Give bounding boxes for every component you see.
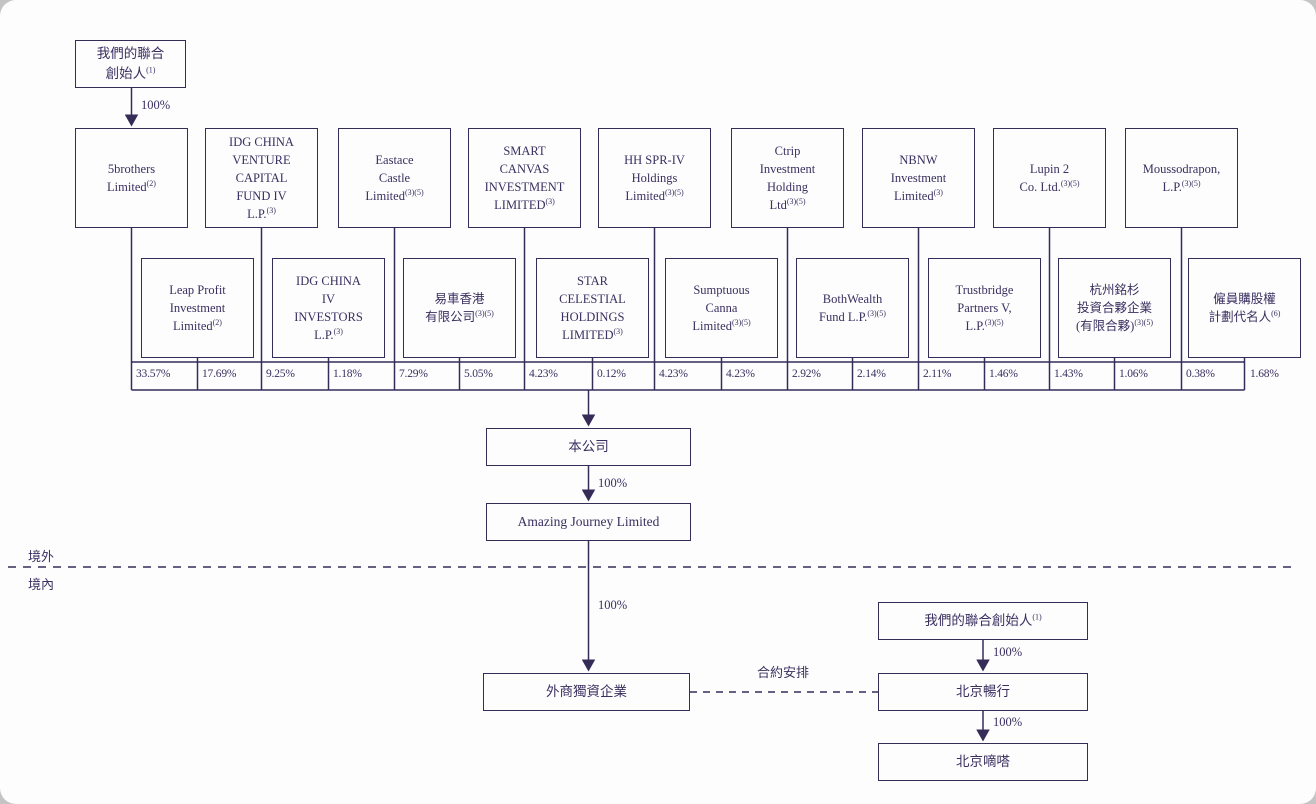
node-yiche-hk: 易車香港 有限公司(3)(5) (403, 258, 516, 358)
footnote-marker: (3) (933, 187, 943, 197)
node-label: HH SPR-IV Holdings Limited (624, 152, 685, 204)
node-wfoe: 外商獨資企業 (483, 673, 690, 711)
node-label: IDG CHINA VENTURE CAPITAL FUND IV L.P. (229, 134, 294, 222)
node-label: Eastace Castle Limited (365, 152, 414, 204)
node-label: 易車香港 有限公司 (425, 291, 485, 324)
onshore-label: 境內 (28, 577, 55, 592)
node-label: 北京暢行 (956, 684, 1010, 700)
footnote-marker: (3) (333, 326, 343, 336)
node-esop-nominee: 僱員購股權 計劃代名人(6) (1188, 258, 1301, 358)
footnote-marker: (3)(5) (404, 187, 424, 197)
node-co-founders-top: 我們的聯合 創始人(1) (75, 40, 186, 88)
offshore-label: 境外 (28, 549, 55, 564)
footnote-marker: (3)(5) (1181, 178, 1201, 188)
footnote-marker: (3)(5) (1060, 178, 1080, 188)
pct-label: 7.29% (399, 368, 428, 380)
pct-label-founders: 100% (141, 98, 171, 112)
node-label: BothWealth Fund L.P. (819, 291, 883, 324)
pct-label: 1.46% (989, 368, 1018, 380)
node-label: SMART CANVAS INVESTMENT LIMITED (484, 143, 565, 213)
pct-label-aj-wfoe: 100% (598, 598, 628, 612)
node-lupin-2: Lupin 2 Co. Ltd.(3)(5) (993, 128, 1106, 228)
node-label: 本公司 (568, 439, 609, 455)
pct-label: 1.43% (1054, 368, 1083, 380)
node-hh-spr-iv-holdings: HH SPR-IV Holdings Limited(3)(5) (598, 128, 711, 228)
node-ctrip-investment-holding: Ctrip Investment Holding Ltd(3)(5) (731, 128, 844, 228)
pct-label: 9.25% (266, 368, 295, 380)
node-star-celestial-holdings: STAR CELESTIAL HOLDINGS LIMITED(3) (536, 258, 649, 358)
node-trustbridge-partners-v: Trustbridge Partners V, L.P.(3)(5) (928, 258, 1041, 358)
pct-label: 33.57% (136, 368, 171, 380)
footnote-marker: (3) (545, 196, 555, 206)
node-beijing-changxing: 北京暢行 (878, 673, 1088, 711)
pct-label: 4.23% (726, 368, 755, 380)
pct-label: 4.23% (659, 368, 688, 380)
footnote-marker: (3)(5) (867, 308, 886, 318)
footnote-marker: (3)(5) (731, 317, 751, 327)
node-label: Lupin 2 Co. Ltd. (1019, 161, 1070, 194)
node-the-company: 本公司 (486, 428, 691, 466)
node-idg-china-iv-investors: IDG CHINA IV INVESTORS L.P.(3) (272, 258, 385, 358)
footnote-marker: (1) (1032, 612, 1042, 622)
footnote-marker: (3) (613, 326, 623, 336)
footnote-marker: (3)(5) (786, 196, 806, 206)
node-bothwealth-fund: BothWealth Fund L.P.(3)(5) (796, 258, 909, 358)
footnote-marker: (3)(5) (984, 317, 1004, 327)
pct-label: 1.06% (1119, 368, 1148, 380)
node-5brothers: 5brothers Limited(2) (75, 128, 188, 228)
node-smart-canvas-investment: SMART CANVAS INVESTMENT LIMITED(3) (468, 128, 581, 228)
contractual-arrangements-label: 合約安排 (757, 665, 810, 680)
node-label: 僱員購股權 計劃代名人 (1208, 291, 1276, 324)
pct-label-founders-changxing: 100% (993, 645, 1023, 659)
pct-label: 0.12% (597, 368, 626, 380)
node-idg-china-venture-capital-fund-iv: IDG CHINA VENTURE CAPITAL FUND IV L.P.(3… (205, 128, 318, 228)
node-label: STAR CELESTIAL HOLDINGS LIMITED (559, 273, 626, 343)
pct-label: 1.18% (333, 368, 362, 380)
node-label: Moussodrapon, L.P. (1142, 161, 1221, 194)
pct-label: 2.14% (857, 368, 886, 380)
node-eastace-castle: Eastace Castle Limited(3)(5) (338, 128, 451, 228)
node-label: 北京嘀嗒 (956, 754, 1010, 770)
node-label: 杭州銘杉 投資合夥企業 (有限合夥) (1076, 282, 1152, 334)
node-label: Leap Profit Investment Limited (169, 282, 226, 334)
node-label: Ctrip Investment Holding Ltd (759, 143, 816, 213)
footnote-marker: (2) (146, 178, 156, 188)
footnote-marker: (3)(5) (475, 308, 494, 318)
pct-label-changxing-dida: 100% (993, 715, 1023, 729)
footnote-marker: (2) (212, 317, 222, 327)
node-hangzhou-mingshan: 杭州銘杉 投資合夥企業 (有限合夥)(3)(5) (1058, 258, 1171, 358)
node-leap-profit-investment: Leap Profit Investment Limited(2) (141, 258, 254, 358)
node-nbnw-investment: NBNW Investment Limited(3) (862, 128, 975, 228)
node-label: Sumptuous Canna Limited (692, 282, 750, 334)
footnote-marker: (3) (266, 206, 276, 216)
node-moussodrapon: Moussodrapon, L.P.(3)(5) (1125, 128, 1238, 228)
node-sumptuous-canna: Sumptuous Canna Limited(3)(5) (665, 258, 778, 358)
pct-label: 2.92% (792, 368, 821, 380)
node-label: Trustbridge Partners V, L.P. (955, 282, 1014, 334)
pct-label-company-aj: 100% (598, 476, 628, 490)
node-beijing-dida: 北京嘀嗒 (878, 743, 1088, 781)
pct-label: 2.11% (923, 368, 952, 380)
node-label: Amazing Journey Limited (517, 514, 660, 530)
node-amazing-journey: Amazing Journey Limited (486, 503, 691, 541)
node-label: 5brothers Limited (107, 161, 156, 194)
node-label: IDG CHINA IV INVESTORS L.P. (294, 273, 363, 343)
node-label: NBNW Investment Limited (890, 152, 947, 204)
pct-label: 1.68% (1250, 368, 1279, 380)
footnote-marker: (6) (1271, 308, 1281, 318)
node-co-founders-bottom: 我們的聯合創始人(1) (878, 602, 1088, 640)
footnote-marker: (1) (146, 65, 156, 75)
pct-label: 17.69% (202, 368, 237, 380)
node-label: 我們的聯合 創始人 (96, 46, 165, 81)
pct-label: 0.38% (1186, 368, 1215, 380)
footnote-marker: (3)(5) (664, 187, 684, 197)
pct-label: 5.05% (464, 368, 493, 380)
node-label: 我們的聯合創始人 (924, 613, 1033, 629)
pct-label: 4.23% (529, 368, 558, 380)
node-label: 外商獨資企業 (546, 684, 627, 700)
footnote-marker: (3)(5) (1134, 317, 1153, 327)
